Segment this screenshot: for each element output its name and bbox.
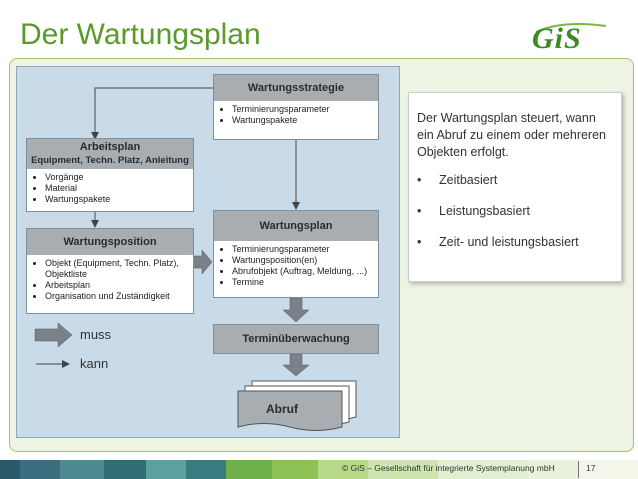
- abruf-documents-icon: [237, 380, 357, 431]
- legend-muss-label: muss: [80, 327, 112, 342]
- box-arbeitsplan: Arbeitsplan Equipment, Techn. Platz, Anl…: [26, 138, 194, 212]
- wartungsstrategie-body: Terminierungsparameter Wartungspakete: [214, 101, 378, 129]
- footer-copyright: © GiS – Gesellschaft für integrierte Sys…: [342, 463, 555, 473]
- footer-color-bar: [0, 460, 638, 479]
- info-item-label: Zeitbasiert: [439, 173, 498, 187]
- list-item: Objekt (Equipment, Techn. Platz), Objekt…: [45, 258, 187, 280]
- arbeitsplan-body: Vorgänge Material Wartungspakete: [27, 169, 193, 208]
- page-number: 17: [586, 463, 596, 473]
- arbeitsplan-subtitle: Equipment, Techn. Platz, Anleitung: [31, 155, 189, 166]
- logo-text: GiS: [532, 22, 582, 55]
- wartungsplan-title: Wartungsplan: [214, 211, 378, 241]
- terminueberwachung-title: Terminüberwachung: [214, 325, 378, 353]
- info-text: Der Wartungsplan steuert, wann ein Abruf…: [417, 111, 606, 159]
- wartungsposition-title: Wartungsposition: [27, 229, 193, 255]
- list-item: •Zeit- und leistungsbasiert: [417, 235, 579, 249]
- arrow-strategie-to-arbeitsplan: [91, 87, 213, 140]
- thick-arrow-position-to-plan: [191, 249, 213, 275]
- list-item: •Leistungsbasiert: [417, 204, 531, 218]
- logo-swoosh-icon: [535, 23, 607, 33]
- footer-divider: [578, 461, 579, 478]
- arbeitsplan-header: Arbeitsplan Equipment, Techn. Platz, Anl…: [27, 139, 193, 169]
- list-item: Vorgänge: [45, 172, 187, 183]
- list-item: •Zeitbasiert: [417, 173, 498, 187]
- abruf-label: Abruf: [266, 402, 298, 416]
- list-item: Material: [45, 183, 187, 194]
- box-wartungsstrategie: Wartungsstrategie Terminierungsparameter…: [213, 74, 379, 140]
- list-item: Arbeitsplan: [45, 280, 187, 291]
- list-item: Termine: [232, 277, 372, 288]
- thick-arrow-termin-to-abruf: [282, 353, 310, 377]
- gis-logo: GiS: [532, 22, 608, 56]
- info-box: Der Wartungsplan steuert, wann ein Abruf…: [408, 92, 622, 282]
- list-item: Wartungsposition(en): [232, 255, 372, 266]
- wartungsposition-body: Objekt (Equipment, Techn. Platz), Objekt…: [27, 255, 193, 305]
- thick-arrow-plan-to-termin: [282, 297, 310, 323]
- info-list: •Zeitbasiert •Leistungsbasiert •Zeit- un…: [409, 173, 621, 249]
- info-item-label: Leistungsbasiert: [439, 204, 531, 218]
- legend-thick-arrow-icon: [34, 322, 73, 348]
- arbeitsplan-title: Arbeitsplan: [79, 141, 141, 153]
- info-item-label: Zeit- und leistungsbasiert: [439, 235, 579, 249]
- box-wartungsplan: Wartungsplan Terminierungsparameter Wart…: [213, 210, 379, 298]
- box-wartungsposition: Wartungsposition Objekt (Equipment, Tech…: [26, 228, 194, 314]
- list-item: Terminierungsparameter: [232, 244, 372, 255]
- list-item: Wartungspakete: [232, 115, 372, 126]
- wartungsplan-body: Terminierungsparameter Wartungsposition(…: [214, 241, 378, 291]
- box-terminueberwachung: Terminüberwachung: [213, 324, 379, 354]
- wartungsstrategie-title: Wartungsstrategie: [214, 75, 378, 101]
- slide-title: Der Wartungsplan: [20, 18, 261, 51]
- list-item: Terminierungsparameter: [232, 104, 372, 115]
- list-item: Wartungspakete: [45, 194, 187, 205]
- legend-kann-label: kann: [80, 356, 109, 371]
- list-item: Abrufobjekt (Auftrag, Meldung, ...): [232, 266, 372, 277]
- list-item: Organisation und Zuständigkeit: [45, 291, 187, 302]
